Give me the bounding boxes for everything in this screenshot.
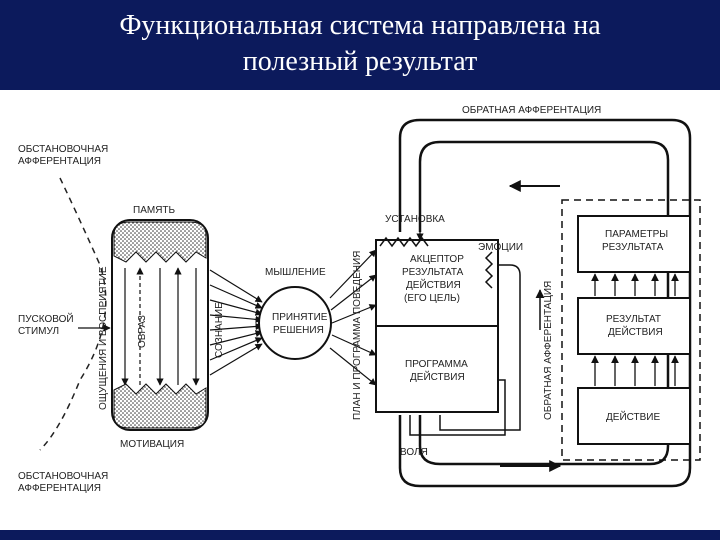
label-reverse-afferentation-side: ОБРАТНАЯ АФФЕРЕНТАЦИЯ [543,281,554,420]
title-line-1: Функциональная система направлена на [119,10,601,41]
inner-feedback-path [439,264,521,431]
label-result-1: РЕЗУЛЬТАТ [606,314,661,325]
label-program-2: ДЕЙСТВИЯ [410,370,465,383]
label-acceptor-4: (ЕГО ЦЕЛЬ) [404,293,460,304]
label-emotions: ЭМОЦИИ [478,242,523,253]
slide-header: Функциональная система направлена на пол… [0,0,720,90]
label-decision-2: РЕШЕНИЯ [273,325,324,336]
label-consciousness: СОЗНАНИЕ [214,302,225,358]
emotion-zigzag [484,251,494,289]
decision-output-arrows [329,249,377,386]
label-acceptor-3: ДЕЙСТВИЯ [406,278,461,291]
fan-arrows [209,269,263,376]
result-dashed-container [561,199,701,461]
label-situational-afferentation-bottom-2: АФФЕРЕНТАЦИЯ [18,483,101,494]
label-params-1: ПАРАМЕТРЫ [605,229,668,240]
inner-feedback-path-2 [409,379,506,436]
action-box [577,387,691,445]
label-acceptor-1: АКЦЕПТОР [410,254,464,265]
result-box [577,297,691,355]
label-will: ВОЛЯ [400,447,428,458]
label-situational-afferentation-bottom-1: ОБСТАНОВОЧНАЯ [18,471,108,482]
label-sensations: ОЩУЩЕНИЯ И ВОСПРИЯТИЕ [98,266,109,410]
motivation-hatched-area [113,383,207,429]
label-decision-1: ПРИНЯТИЕ [272,312,328,323]
slide-title: Функциональная система направлена на пол… [0,8,720,80]
params-box [577,215,691,273]
slide-footer-bar [0,530,720,540]
label-program-1: ПРОГРАММА [405,359,468,370]
functional-system-diagram: ОБСТАНОВОЧНАЯ АФФЕРЕНТАЦИЯ ПУСКОВОЙ СТИМ… [18,105,701,494]
result-to-params-arrows [591,273,679,296]
label-setting: УСТАНОВКА [385,214,445,225]
label-reverse-afferentation-top: ОБРАТНАЯ АФФЕРЕНТАЦИЯ [462,105,601,116]
action-to-result-arrows [591,355,679,386]
label-action: ДЕЙСТВИЕ [606,410,660,423]
label-result-2: ДЕЙСТВИЯ [608,325,663,338]
label-image: ОБРАЗ [137,315,148,348]
title-line-2: полезный результат [242,46,478,77]
label-acceptor-2: РЕЗУЛЬТАТА [402,267,464,278]
decision-circle [258,286,332,360]
label-trigger-stimulus-1: ПУСКОВОЙ [18,312,74,325]
label-trigger-stimulus-2: СТИМУЛ [18,326,59,337]
label-motivation: МОТИВАЦИЯ [120,439,184,450]
label-params-2: РЕЗУЛЬТАТА [602,242,664,253]
label-thinking: МЫШЛЕНИЕ [265,267,326,278]
label-situational-afferentation-top-2: АФФЕРЕНТАЦИЯ [18,156,101,167]
label-memory: ПАМЯТЬ [133,205,176,216]
label-behavior-plan: ПЛАН И ПРОГРАММА ПОВЕДЕНИЯ [352,251,363,420]
memory-hatched-area [113,221,207,263]
label-situational-afferentation-top-1: ОБСТАНОВОЧНАЯ [18,144,108,155]
